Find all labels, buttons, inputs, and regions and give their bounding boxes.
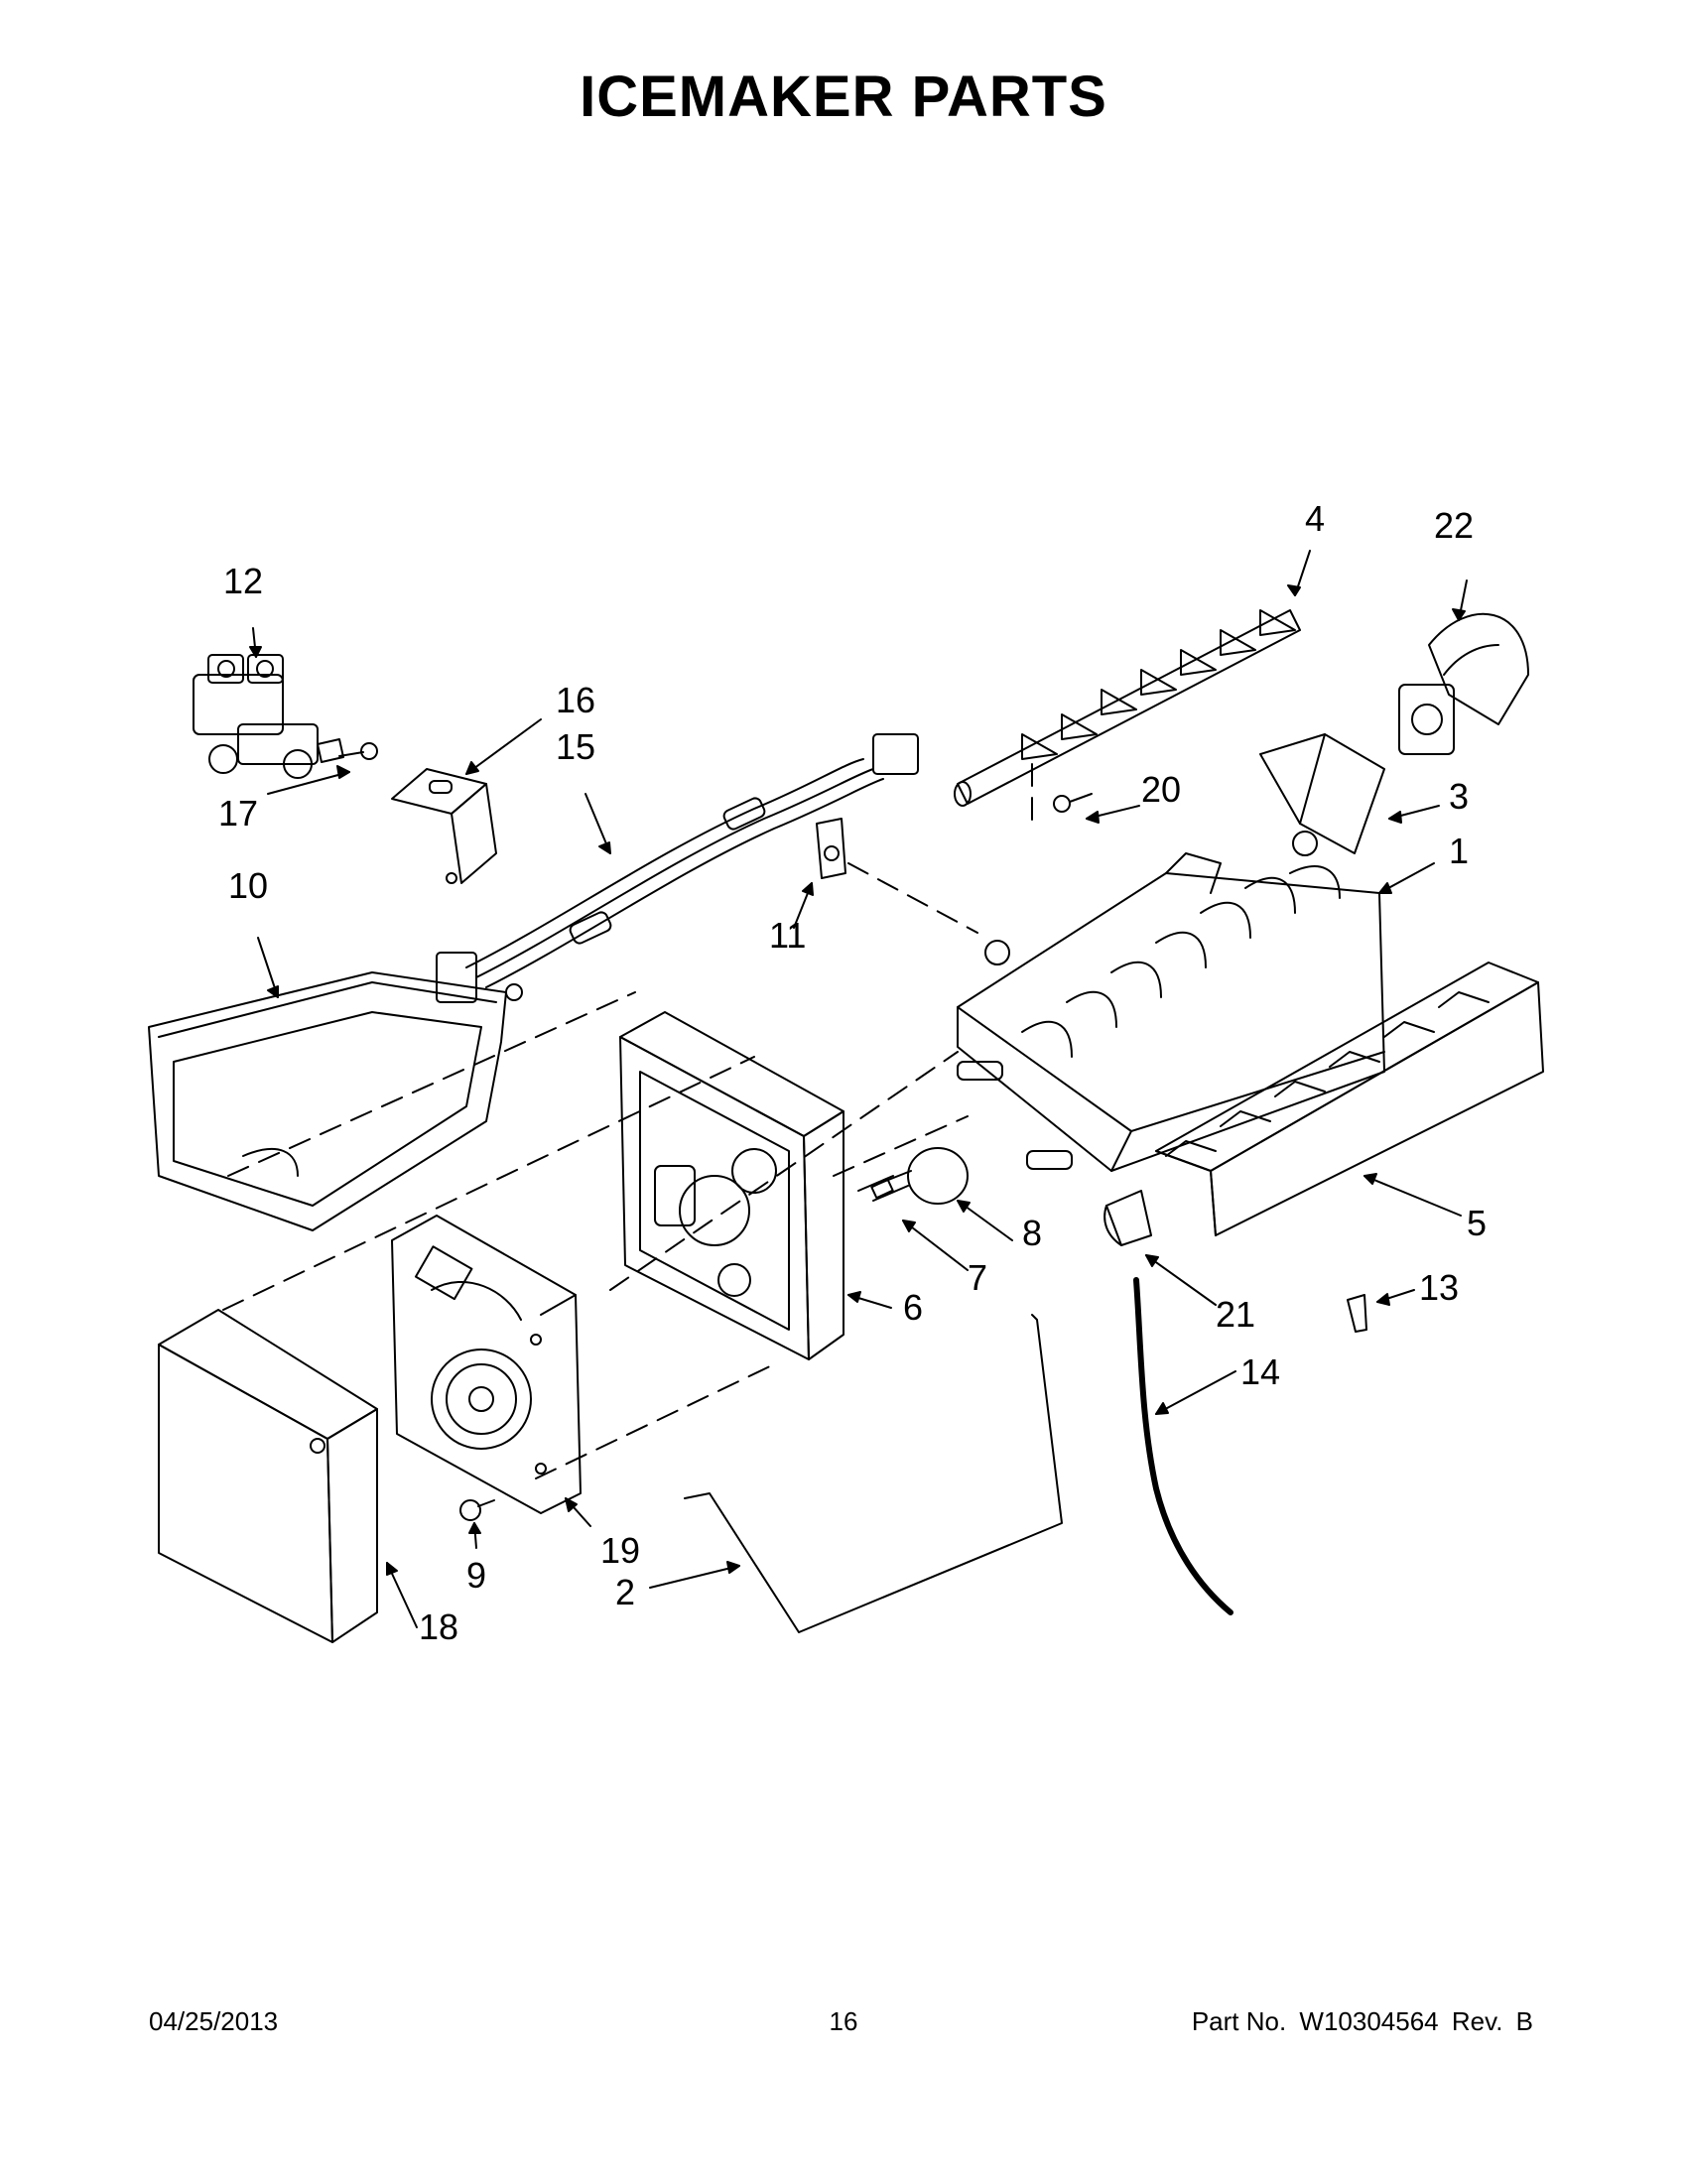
fill-cup-part-3 [1259, 733, 1385, 856]
part-label: Part No. [1191, 2006, 1287, 2036]
callout-3: 3 [1449, 776, 1469, 817]
callout-21: 21 [1216, 1294, 1255, 1335]
callout-22: 22 [1434, 505, 1474, 546]
callout-10: 10 [228, 865, 268, 906]
motor-module-part-19 [391, 1215, 582, 1514]
wire-harness-part-15 [436, 733, 919, 1003]
footer-part-number: Part No. W10304564 Rev. B [1186, 2006, 1533, 2037]
plug-part-13 [1347, 1294, 1367, 1333]
tube-part-14 [1133, 1277, 1233, 1615]
clip-part-11 [816, 818, 846, 879]
bracket-part-16 [391, 768, 497, 884]
screw-part-17 [338, 742, 378, 760]
callout-12: 12 [223, 561, 263, 601]
cam-part-22 [1398, 612, 1529, 755]
motor-part-8 [872, 1147, 969, 1205]
callout-4: 4 [1305, 498, 1325, 539]
ice-bin-part-10 [148, 971, 523, 1231]
ejector-part-4 [954, 609, 1301, 807]
callout-6: 6 [903, 1287, 923, 1328]
ice-mold-part-1 [957, 852, 1385, 1172]
shaft-pins [957, 1061, 1073, 1170]
callout-20: 20 [1141, 769, 1181, 810]
front-cover-part-18 [158, 1309, 378, 1643]
leader-arrows [249, 550, 1468, 1628]
callout-5: 5 [1467, 1203, 1487, 1243]
callout-17: 17 [218, 793, 258, 834]
callout-8: 8 [1022, 1213, 1042, 1253]
clip-part-21 [1103, 1190, 1152, 1246]
callout-11: 11 [769, 915, 806, 956]
callout-14: 14 [1240, 1351, 1280, 1392]
screw-part-20 [1053, 793, 1093, 813]
callout-7: 7 [968, 1257, 987, 1298]
shutoff-arm-part-2 [684, 1314, 1063, 1633]
callout-19: 19 [600, 1530, 640, 1571]
callout-1: 1 [1449, 831, 1469, 871]
callout-numbers: 1 2 3 4 5 6 7 8 9 10 11 12 13 14 15 16 1… [218, 498, 1487, 1647]
screw-part-9 [459, 1499, 495, 1521]
callout-2: 2 [615, 1572, 635, 1612]
footer-date: 04/25/2013 [149, 2006, 279, 2036]
footer-page-number: 16 [829, 2006, 858, 2036]
rev-value: B [1515, 2006, 1533, 2036]
stripper-part-5 [1155, 962, 1544, 1236]
callout-9: 9 [466, 1555, 486, 1596]
callout-15: 15 [556, 726, 595, 767]
part-number: W10304564 [1299, 2006, 1439, 2036]
callout-13: 13 [1419, 1267, 1459, 1308]
page-title: ICEMAKER PARTS [580, 64, 1107, 129]
callout-16: 16 [556, 680, 595, 720]
assembly-guide-lines [222, 763, 1033, 1479]
rev-label: Rev. [1451, 2006, 1503, 2036]
water-valve-part-12 [193, 654, 344, 779]
callout-18: 18 [419, 1606, 458, 1647]
control-housing-part-6 [619, 1011, 844, 1360]
